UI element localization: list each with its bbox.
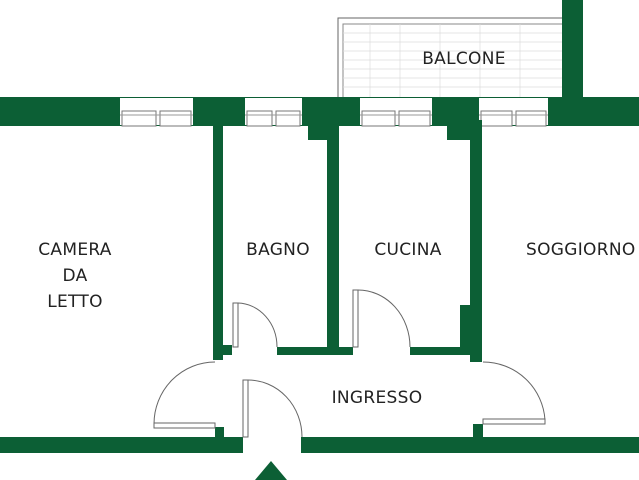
room-label-bathroom: BAGNO	[246, 240, 310, 260]
exterior-wall-bottom	[0, 437, 243, 453]
room-label-bedroom: LETTO	[47, 292, 103, 312]
window	[120, 98, 193, 127]
entrance-arrow-icon	[255, 461, 287, 480]
door-bedroom[interactable]	[153, 361, 216, 429]
room-label-living: SOGGIORNO	[526, 240, 636, 260]
door-living[interactable]	[482, 361, 546, 425]
room-label-balcony: BALCONE	[422, 49, 506, 69]
balcony	[337, 17, 567, 99]
window	[479, 98, 548, 127]
interior-walls	[213, 120, 483, 439]
balcony-pillar	[562, 0, 583, 100]
window	[245, 98, 302, 127]
exterior-wall-bottom	[301, 437, 639, 453]
room-label-kitchen: CUCINA	[374, 240, 442, 260]
door-entrance[interactable]	[242, 379, 303, 438]
room-label-bedroom: CAMERA	[38, 240, 112, 260]
door-kitchen[interactable]	[352, 289, 411, 348]
room-label-entrance: INGRESSO	[331, 388, 423, 408]
window	[360, 98, 432, 127]
room-label-bedroom: DA	[62, 266, 88, 286]
door-bathroom[interactable]	[232, 302, 278, 348]
